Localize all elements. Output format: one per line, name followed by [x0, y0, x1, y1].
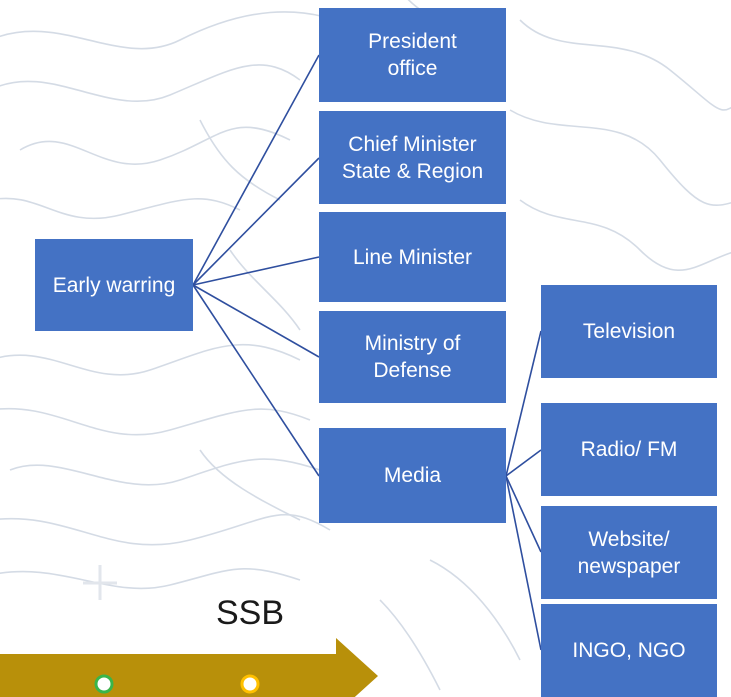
- node-line-minister: Line Minister: [319, 212, 506, 302]
- node-ingo-ngo: INGO, NGO: [541, 604, 717, 697]
- node-president-office: President office: [319, 8, 506, 102]
- timeline-arrow: [0, 638, 378, 697]
- timeline-arrow-shape: [0, 638, 378, 697]
- ssb-label: SSB: [215, 594, 285, 632]
- node-media: Media: [319, 428, 506, 523]
- node-ministry-of-defense: Ministry of Defense: [319, 311, 506, 403]
- node-television: Television: [541, 285, 717, 378]
- node-radio-fm: Radio/ FM: [541, 403, 717, 496]
- node-chief-minister: Chief Minister State & Region: [319, 111, 506, 204]
- timeline-marker-green: [94, 674, 114, 694]
- root-node-early-warring: Early warring: [35, 239, 193, 331]
- node-website-newspaper: Website/ newspaper: [541, 506, 717, 599]
- timeline-marker-yellow: [240, 674, 260, 694]
